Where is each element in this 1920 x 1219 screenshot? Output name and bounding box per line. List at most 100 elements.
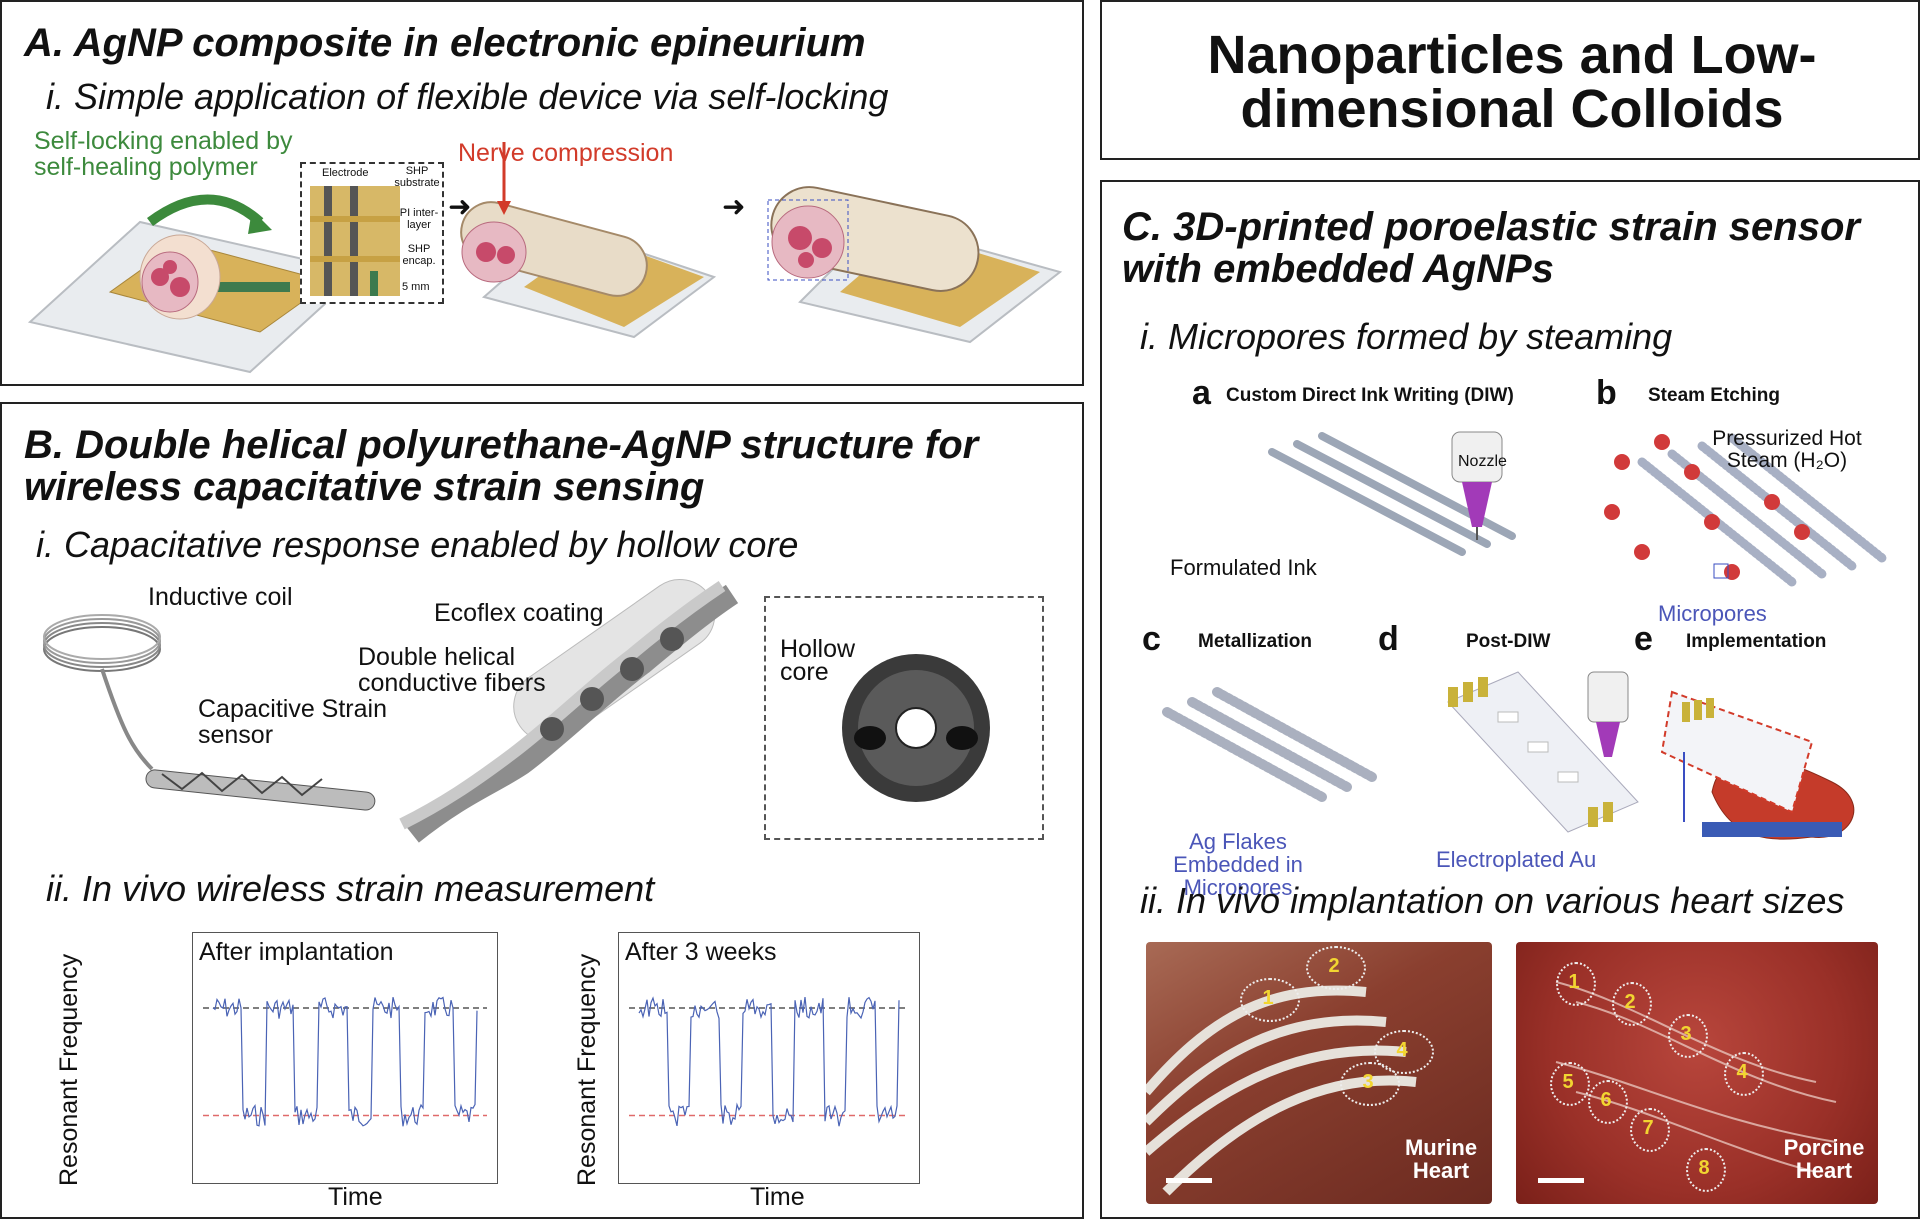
porcine-marker-ring-6	[1588, 1080, 1628, 1124]
porcine-heart-photo: 1 2 3 4 5 6 7 8 Porcine Heart	[1516, 942, 1878, 1204]
inductive-coil-illustration	[43, 614, 376, 811]
hollow-core-inset: Hollow core	[764, 596, 1044, 840]
step-d-title: Post-DIW	[1466, 631, 1551, 652]
porcine-scale-bar	[1538, 1178, 1584, 1183]
diw-illustration	[1268, 431, 1516, 556]
porcine-marker-ring-2	[1612, 982, 1652, 1026]
inset-pi-interlayer-label: PI inter-layer	[399, 207, 439, 231]
electrode-inset: Electrode SHP substrate PI inter-layer S…	[300, 162, 444, 304]
plot-after-3-weeks: After 3 weeks	[618, 932, 920, 1184]
arrow-2: ➜	[722, 191, 746, 222]
panel-c-title-line1: C. 3D-printed poroelastic strain sensor	[1122, 205, 1860, 249]
step-d-letter: d	[1378, 620, 1399, 658]
plot2-ylabel: Resonant Frequency	[573, 953, 601, 1186]
panel-a: A. AgNP composite in electronic epineuri…	[0, 0, 1084, 386]
porcine-marker-ring-3	[1668, 1014, 1708, 1058]
ag-flakes-label: Ag Flakes Embedded in Micropores	[1173, 829, 1303, 901]
formulated-ink-label: Formulated Ink	[1170, 555, 1317, 580]
nozzle-label: Nozzle	[1458, 453, 1507, 470]
implementation-illustration	[1660, 690, 1855, 840]
plot1-xlabel: Time	[328, 1183, 383, 1211]
porcine-marker-2: 2	[1624, 991, 1636, 1013]
inductive-coil-label: Inductive coil	[148, 583, 293, 611]
ecoflex-label: Ecoflex coating	[434, 599, 604, 627]
metallization-illustration	[1162, 687, 1377, 802]
porcine-label: Porcine Heart	[1783, 1135, 1865, 1184]
panel-b-subtitle-ii: ii. In vivo wireless strain measurement	[46, 868, 655, 909]
electroplated-label: Electroplated Au	[1436, 847, 1597, 872]
porcine-marker-4: 4	[1736, 1061, 1748, 1083]
hollow-core-label: Hollow core	[780, 635, 856, 686]
plot1-ylabel: Resonant Frequency	[55, 953, 83, 1186]
step-b-letter: b	[1596, 374, 1617, 412]
murine-marker-ring-4	[1374, 1030, 1434, 1074]
inset-shp-substrate-label: SHP substrate	[394, 165, 440, 189]
inset-electrode-label: Electrode	[322, 167, 369, 179]
porcine-marker-ring-5	[1550, 1062, 1590, 1106]
murine-marker-3: 3	[1362, 1071, 1374, 1093]
double-helix-illustration	[399, 579, 739, 843]
electrode-inset-drawing	[310, 186, 400, 296]
inset-shp-encap-label: SHP encap.	[402, 243, 436, 267]
device-step3-illustration	[767, 186, 1063, 344]
panel-a-title: A. AgNP composite in electronic epineuri…	[24, 21, 866, 65]
porcine-marker-3: 3	[1680, 1023, 1692, 1045]
arrow-1: ➜	[448, 191, 472, 222]
step-a-title: Custom Direct Ink Writing (DIW)	[1226, 385, 1514, 406]
capacitive-sensor-label: Capacitive Strain sensor	[198, 695, 387, 750]
hollow-core-drawing	[842, 654, 990, 802]
post-diw-illustration	[1447, 671, 1639, 833]
plot2-title: After 3 weeks	[625, 938, 777, 966]
murine-marker-ring-3	[1340, 1062, 1400, 1106]
porcine-marker-1: 1	[1568, 971, 1580, 993]
main-title-box: Nanoparticles and Low-dimensional Colloi…	[1100, 0, 1920, 160]
device-step2-illustration	[460, 142, 717, 339]
pressurized-steam-label: Pressurized Hot Steam (H₂O)	[1712, 427, 1862, 473]
murine-marker-ring-1	[1240, 978, 1300, 1022]
micropores-label: Micropores	[1658, 601, 1767, 626]
murine-label: Murine Heart	[1404, 1135, 1478, 1184]
step-c-title: Metallization	[1198, 631, 1313, 652]
step-e-title: Implementation	[1686, 631, 1827, 652]
murine-marker-2: 2	[1328, 955, 1340, 977]
murine-heart-photo: 1 2 3 4 Murine Heart	[1146, 942, 1492, 1204]
plot2-xlabel: Time	[750, 1183, 805, 1211]
main-title: Nanoparticles and Low-dimensional Colloi…	[1207, 25, 1817, 139]
resonant-frequency-trace	[212, 996, 478, 1127]
plot1-title: After implantation	[199, 938, 394, 966]
panel-c-subtitle-i: i. Micropores formed by steaming	[1140, 316, 1673, 357]
panel-b-subtitle-i: i. Capacitative response enabled by holl…	[36, 524, 799, 565]
step-e-letter: e	[1634, 620, 1653, 658]
porcine-marker-ring-4	[1724, 1052, 1764, 1096]
porcine-marker-8: 8	[1698, 1157, 1710, 1179]
porcine-marker-5: 5	[1562, 1071, 1574, 1093]
double-helical-label: Double helical conductive fibers	[358, 643, 546, 698]
murine-marker-1: 1	[1262, 987, 1274, 1009]
plot1-trace	[203, 996, 487, 1127]
step-c-letter: c	[1142, 620, 1161, 658]
panel-b: B. Double helical polyurethane-AgNP stru…	[0, 402, 1084, 1219]
porcine-marker-7: 7	[1642, 1117, 1654, 1139]
plot2-trace	[629, 996, 909, 1127]
panel-b-title-line2: wireless capacitative strain sensing	[24, 465, 705, 509]
step-b-title: Steam Etching	[1648, 385, 1780, 406]
plot-after-implantation: After implantation	[192, 932, 498, 1184]
porcine-marker-6: 6	[1600, 1089, 1612, 1111]
inset-scale-label: 5 mm	[402, 281, 430, 293]
nerve-compression-label: Nerve compression	[458, 139, 674, 167]
panel-b-title-line1: B. Double helical polyurethane-AgNP stru…	[24, 423, 979, 467]
panel-c-subtitle-ii: ii. In vivo implantation on various hear…	[1140, 880, 1845, 921]
resonant-frequency-trace	[638, 996, 900, 1127]
porcine-marker-ring-8	[1686, 1148, 1726, 1192]
self-locking-label: Self-locking enabled by self-healing pol…	[34, 127, 293, 182]
panel-c-title-line2: with embedded AgNPs	[1122, 247, 1554, 291]
porcine-marker-ring-7	[1630, 1108, 1670, 1152]
murine-scale-bar	[1166, 1178, 1212, 1183]
panel-c: C. 3D-printed poroelastic strain sensor …	[1100, 180, 1920, 1219]
step-a-letter: a	[1192, 374, 1211, 412]
murine-marker-ring-2	[1306, 946, 1366, 990]
device-step1-illustration	[27, 194, 363, 374]
murine-marker-4: 4	[1396, 1039, 1408, 1061]
steam-etching-illustration	[1604, 433, 1887, 587]
panel-a-subtitle: i. Simple application of flexible device…	[46, 76, 889, 117]
